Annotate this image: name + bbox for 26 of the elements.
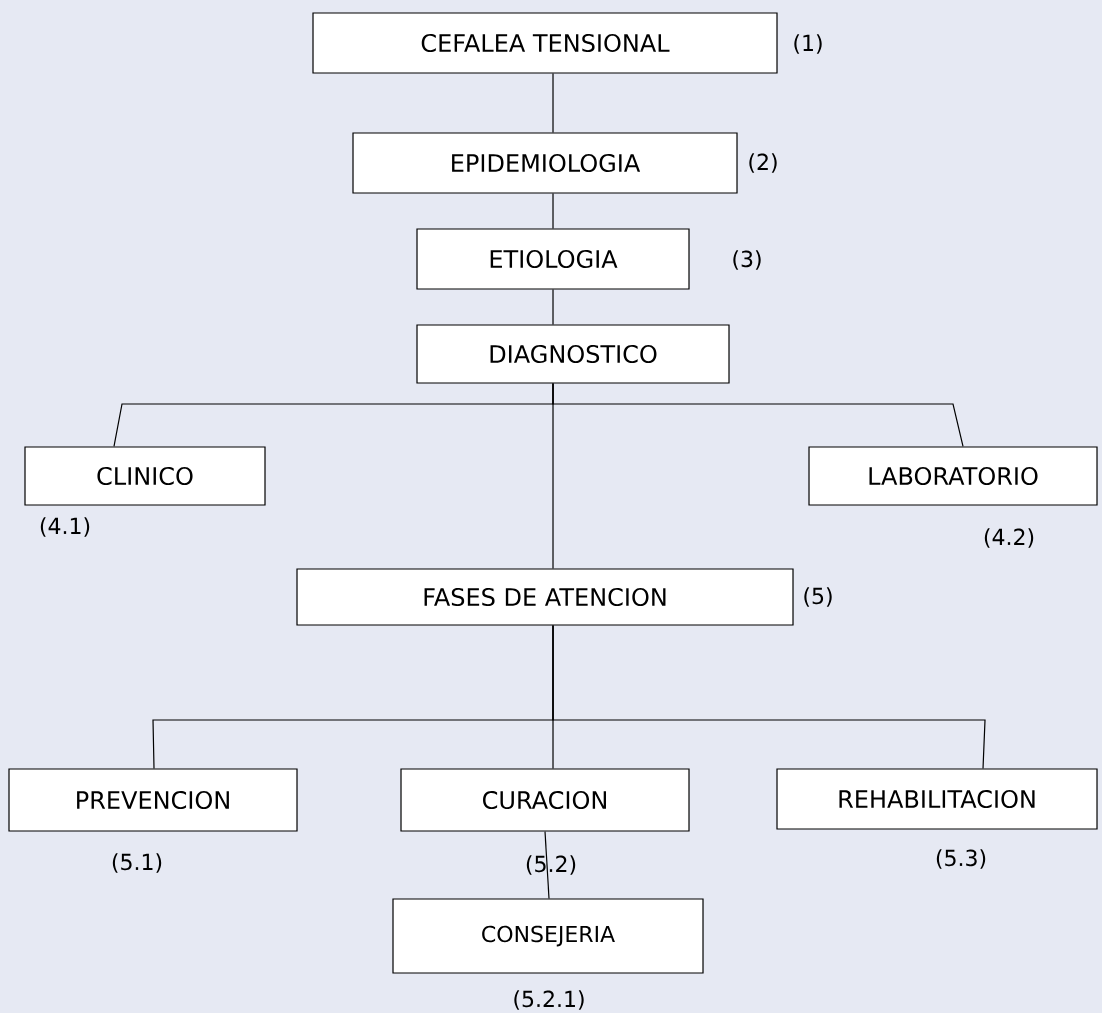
- step-number: (5.3): [936, 849, 986, 869]
- process-box: PREVENCION: [8, 768, 298, 832]
- process-box: REHABILITACION: [776, 768, 1098, 830]
- process-box: DIAGNOSTICO: [416, 324, 730, 384]
- connector-line: [552, 193, 554, 229]
- step-number: (4.2): [984, 528, 1034, 548]
- process-box: CLINICO: [24, 446, 266, 506]
- process-box: ETIOLOGIA: [416, 228, 690, 290]
- process-box: FASES DE ATENCION: [296, 568, 794, 626]
- connector-line: [552, 73, 554, 133]
- process-box: CEFALEA TENSIONAL: [312, 12, 778, 74]
- connector-line: [544, 831, 550, 899]
- process-box: CURACION: [400, 768, 690, 832]
- step-number: (5): [804, 587, 832, 607]
- connector-line: [552, 383, 554, 569]
- connector-line: [552, 625, 986, 769]
- step-number: (2): [749, 153, 777, 173]
- process-box: EPIDEMIOLOGIA: [352, 132, 738, 194]
- process-box: CONSEJERIA: [392, 898, 704, 974]
- step-number: (5.2.1): [514, 990, 584, 1010]
- step-number: (3): [733, 250, 761, 270]
- step-number: (5.1): [112, 853, 162, 873]
- process-box: LABORATORIO: [808, 446, 1098, 506]
- step-number: (4.1): [40, 517, 90, 537]
- connector-line: [552, 289, 554, 325]
- step-number: (1): [794, 34, 822, 54]
